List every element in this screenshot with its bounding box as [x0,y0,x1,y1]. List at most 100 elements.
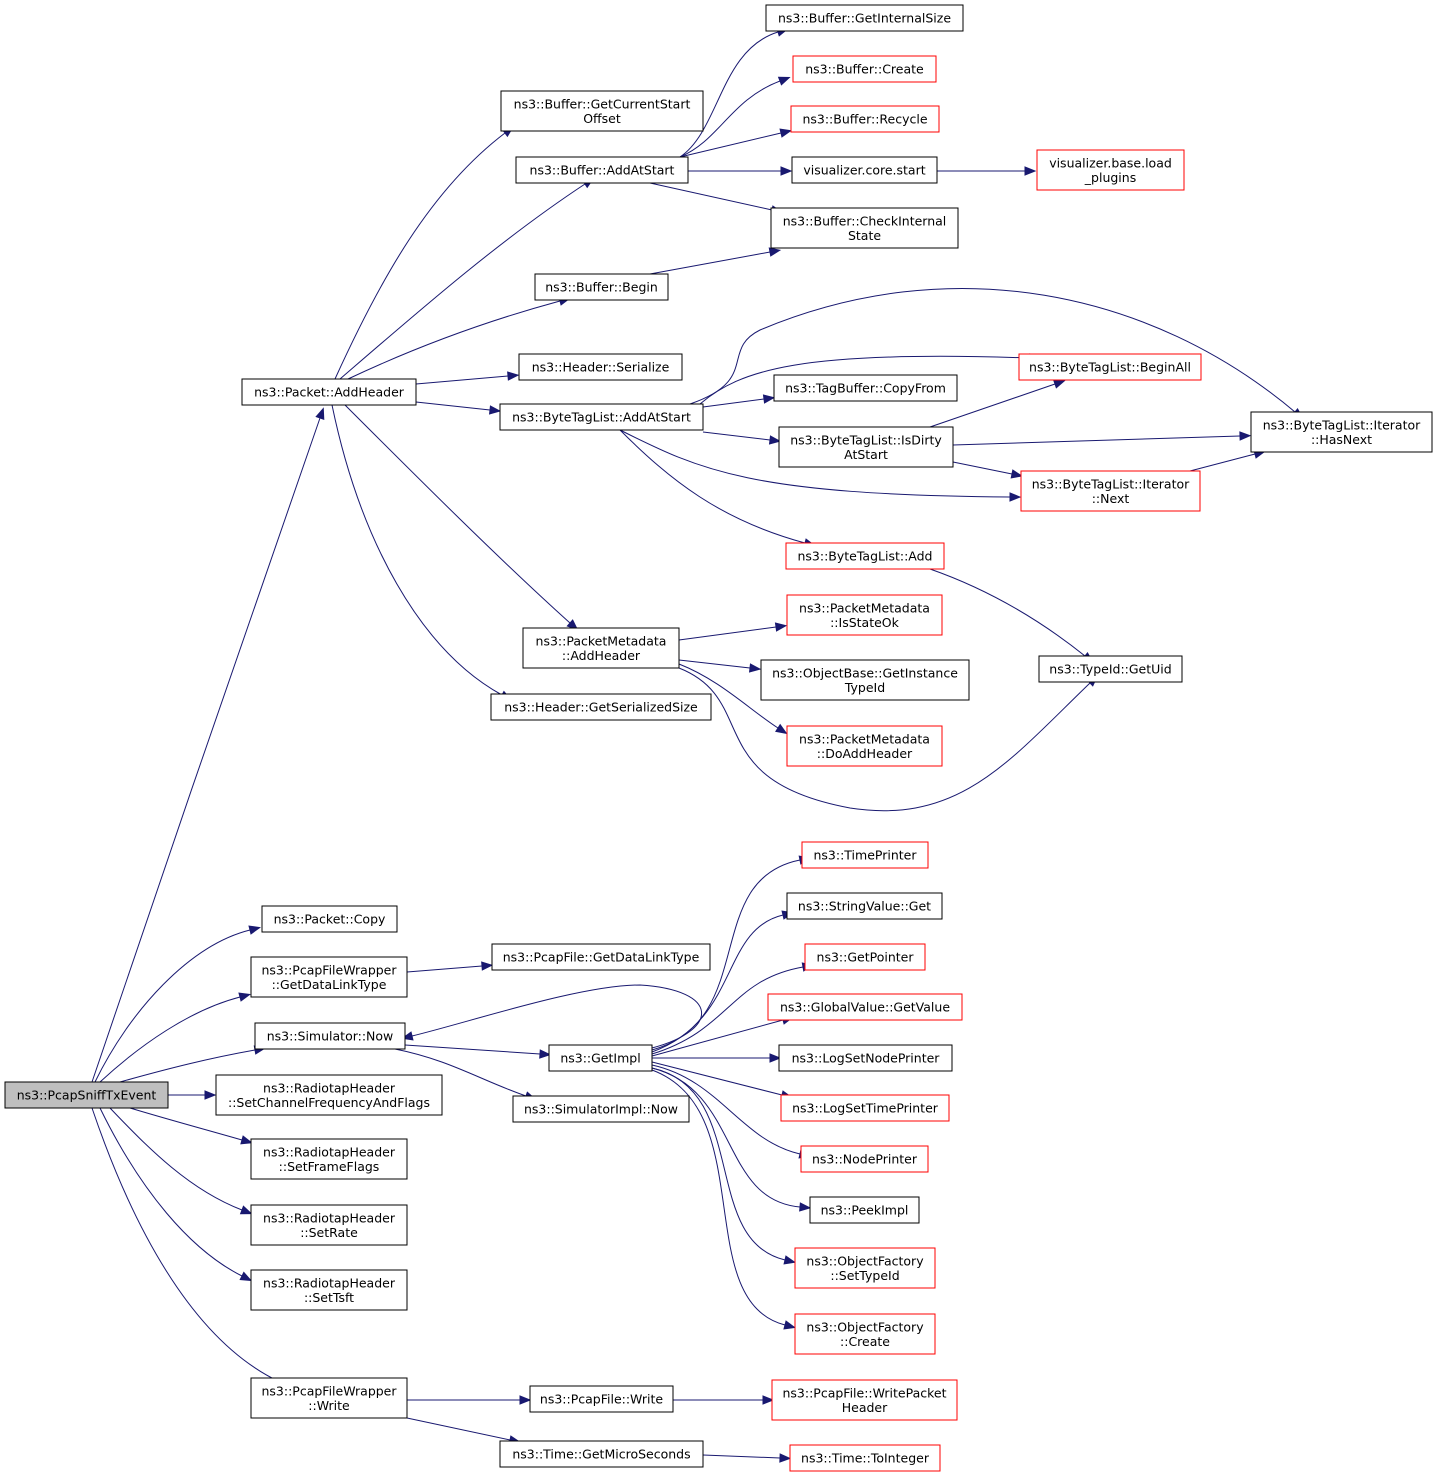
node-buf-create[interactable]: ns3::Buffer::Create [792,55,937,83]
node-box [250,1138,408,1180]
node-box [250,1204,408,1246]
node-logsettime[interactable]: ns3::LogSetTimePrinter [780,1094,950,1122]
node-buf-getis[interactable]: ns3::Buffer::GetInternalSize [765,4,964,32]
node-viz-start[interactable]: visualizer.core.start [791,156,938,184]
node-pfw-write[interactable]: ns3::PcapFileWrapper::Write [250,1377,408,1419]
node-rt-setframe[interactable]: ns3::RadiotapHeader::SetFrameFlags [250,1138,408,1180]
node-pm-addheader[interactable]: ns3::PacketMetadata::AddHeader [522,627,680,669]
edge-getimpl-to-logsetnode [652,1053,782,1063]
node-box [534,273,669,301]
edge-addheader-to-btl_addatstart [415,401,502,415]
node-box [760,659,970,701]
node-box [261,905,398,933]
node-buf-begin[interactable]: ns3::Buffer::Begin [534,273,669,301]
node-sv-get[interactable]: ns3::StringValue::Get [786,892,943,920]
node-copy[interactable]: ns3::Packet::Copy [261,905,398,933]
arrowhead [239,1271,253,1282]
node-btl-add[interactable]: ns3::ByteTagList::Add [785,542,945,570]
node-btl-addatstart[interactable]: ns3::ByteTagList::AddAtStart [499,403,704,431]
node-box [771,1379,958,1421]
node-pm-doadd[interactable]: ns3::PacketMetadata::DoAddHeader [786,725,943,767]
node-btl-beginall[interactable]: ns3::ByteTagList::BeginAll [1018,353,1202,381]
node-label-line: ::SetFrameFlags [279,1159,380,1174]
node-of-settypeid[interactable]: ns3::ObjectFactory::SetTypeId [794,1247,936,1289]
node-viz-load[interactable]: visualizer.base.load_plugins [1036,149,1185,191]
edge-btl_it_next-to-btl_it_hasnext [1189,449,1266,472]
node-label-line: ns3::LogSetTimePrinter [792,1101,939,1116]
node-box [529,1385,674,1413]
node-box [791,156,938,184]
edge-root-to-rt_settsft [99,1107,253,1282]
arrowhead [769,1053,782,1063]
arrowhead [204,1090,217,1100]
arrowhead [780,166,793,176]
node-label-line: ns3::RadiotapHeader [263,1144,396,1159]
node-pm-isstateok[interactable]: ns3::PacketMetadata::IsStateOk [786,594,943,636]
node-label-line: visualizer.base.load [1049,155,1172,170]
node-rt-setchan[interactable]: ns3::RadiotapHeader::SetChannelFrequency… [215,1074,443,1116]
node-simimpl-now[interactable]: ns3::SimulatorImpl::Now [512,1095,690,1123]
node-buf-addatstart[interactable]: ns3::Buffer::AddAtStart [515,156,689,184]
arrowhead [1239,431,1252,441]
node-nodeprinter[interactable]: ns3::NodePrinter [800,1145,929,1173]
arrowhead [239,1205,253,1215]
node-label-line: ns3::Buffer::CheckInternal [783,213,947,228]
node-getpointer[interactable]: ns3::GetPointer [804,943,926,971]
node-root[interactable]: ns3::PcapSniffTxEvent [4,1081,169,1109]
node-box [800,1145,929,1173]
node-btl-it-next[interactable]: ns3::ByteTagList::Iterator::Next [1020,470,1201,512]
node-of-create[interactable]: ns3::ObjectFactory::Create [794,1313,936,1355]
arrowhead [799,1202,812,1212]
node-label-line: ns3::Buffer::Begin [545,280,658,295]
arrowhead [315,407,325,421]
node-pf-getdlt[interactable]: ns3::PcapFile::GetDataLinkType [491,943,711,971]
node-label-line: ::SetChannelFrequencyAndFlags [228,1095,430,1110]
node-getimpl[interactable]: ns3::GetImpl [548,1044,653,1072]
node-label-line: ns3::PcapFileWrapper [261,1383,397,1398]
node-box [1036,149,1185,191]
edge-buf_addatstart-to-buf_recycle [679,128,793,158]
edge-addheader-to-buf_getcso [334,126,515,380]
node-hdr-serialize[interactable]: ns3::Header::Serialize [518,353,683,381]
node-label-line: ::Write [308,1398,350,1413]
node-rt-setrate[interactable]: ns3::RadiotapHeader::SetRate [250,1204,408,1246]
node-peekimpl[interactable]: ns3::PeekImpl [809,1196,920,1224]
node-box [778,1044,953,1072]
node-layer: ns3::PcapSniffTxEvent ns3::Packet::AddHea… [4,4,1433,1472]
node-rt-settsft[interactable]: ns3::RadiotapHeader::SetTsft [250,1269,408,1311]
node-box [1038,655,1183,683]
node-btl-it-hasnext[interactable]: ns3::ByteTagList::Iterator::HasNext [1250,411,1433,453]
arrowhead [1010,469,1024,479]
edge-buf_addatstart-to-buf_check [649,182,784,215]
node-hdr-getss[interactable]: ns3::Header::GetSerializedSize [490,693,712,721]
node-pfw-getdlt[interactable]: ns3::PcapFileWrapper::GetDataLinkType [250,956,408,998]
node-label-line: ::HasNext [1311,432,1372,447]
edge-root-to-rt_setrate [109,1107,253,1215]
edge-getimpl-to-gv_getvalue [651,1015,794,1057]
node-logsetnode[interactable]: ns3::LogSetNodePrinter [778,1044,953,1072]
arrowhead [519,1395,532,1405]
node-timeprinter[interactable]: ns3::TimePrinter [801,841,929,869]
node-box [241,378,417,406]
node-time-getms[interactable]: ns3::Time::GetMicroSeconds [499,1440,704,1468]
node-addheader[interactable]: ns3::Packet::AddHeader [241,378,417,406]
node-time-toint[interactable]: ns3::Time::ToInteger [789,1444,941,1472]
node-box [522,627,680,669]
node-tb-copyfrom[interactable]: ns3::TagBuffer::CopyFrom [773,374,958,402]
edge-btl_addatstart-to-btl_it_next [619,429,1022,502]
node-gv-getvalue[interactable]: ns3::GlobalValue::GetValue [767,993,963,1021]
node-sim-now[interactable]: ns3::Simulator::Now [254,1022,406,1050]
node-box [548,1044,653,1072]
node-label-line: ns3::RadiotapHeader [263,1275,396,1290]
node-pf-write[interactable]: ns3::PcapFile::Write [529,1385,674,1413]
node-typeid-getuid[interactable]: ns3::TypeId::GetUid [1038,655,1183,683]
node-box [778,426,954,468]
node-buf-recycle[interactable]: ns3::Buffer::Recycle [790,105,940,133]
node-label-line: ns3::ByteTagList::BeginAll [1029,360,1191,375]
node-box [804,943,926,971]
